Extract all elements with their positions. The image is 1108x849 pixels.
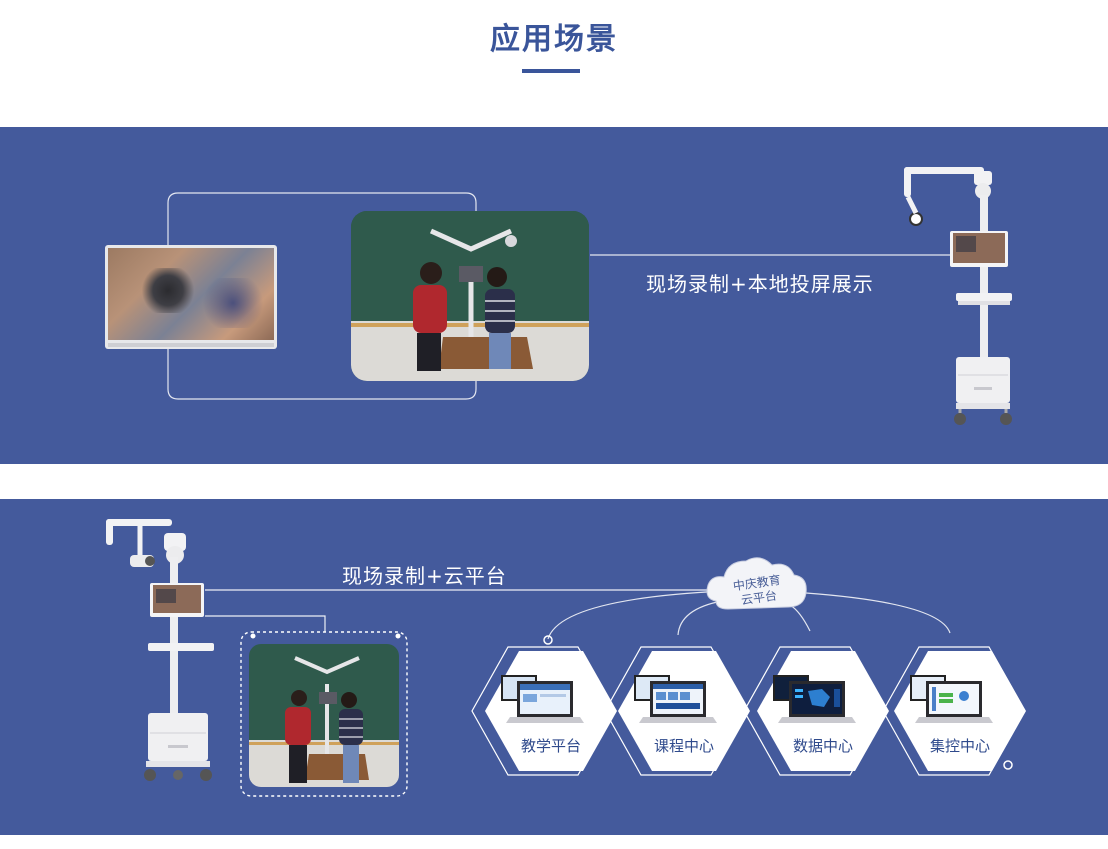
classroom-photo-2-art	[249, 644, 399, 787]
classroom-photo-2	[249, 644, 399, 787]
cloud-icon	[706, 557, 807, 610]
scenario-local-panel: 现场录制+本地投屏展示	[0, 127, 1108, 464]
recording-cart-1	[904, 167, 1012, 425]
tv-screen	[108, 248, 274, 340]
scenario-local-caption: 现场录制+本地投屏展示	[646, 272, 874, 296]
platform-label-course: 课程中心	[653, 737, 714, 755]
laptop-control-icon	[910, 675, 993, 723]
platform-label-control: 集控中心	[929, 737, 990, 755]
laptop-teaching-icon	[501, 675, 584, 723]
platform-hexagons	[485, 557, 1026, 771]
recording-cart-2	[106, 519, 214, 781]
scenario-cloud-panel: 中庆教育 云平台 现场录制+云平台 教学平台 课程中心 数据中心 集控中心	[0, 499, 1108, 835]
classroom-photo	[351, 211, 589, 381]
laptop-data-icon	[773, 675, 856, 723]
title-underline	[522, 69, 580, 73]
tv-display	[105, 245, 277, 349]
section-title: 应用场景	[490, 22, 618, 57]
classroom-photo-art	[351, 211, 589, 381]
scenario-cloud-caption: 现场录制+云平台	[342, 564, 507, 588]
connector-lines	[167, 192, 950, 400]
platform-label-data: 数据中心	[792, 737, 853, 755]
laptop-course-icon	[634, 675, 717, 723]
platform-label-teaching: 教学平台	[520, 737, 581, 755]
